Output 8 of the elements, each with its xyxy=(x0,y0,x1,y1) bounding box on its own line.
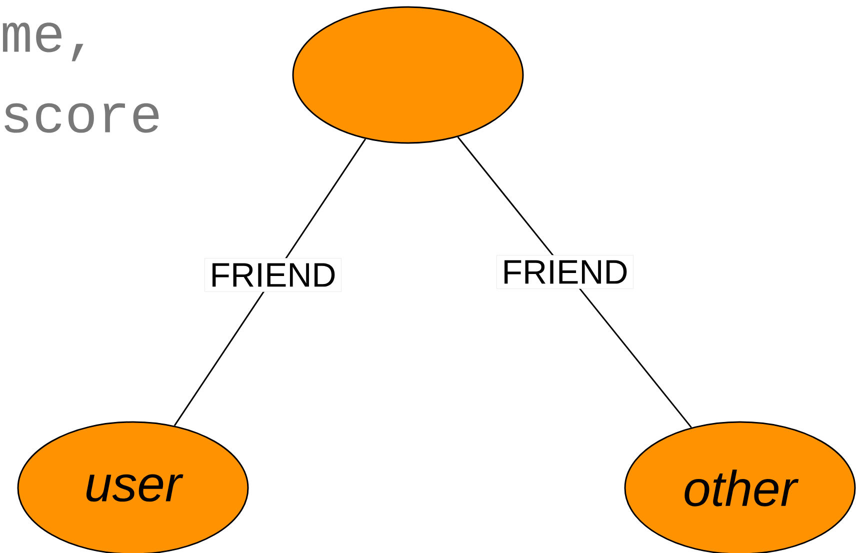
ellipse-node: other xyxy=(624,421,856,553)
code-text: score xyxy=(4,103,159,133)
ellipse-node: user xyxy=(17,421,249,553)
edge-label: FRIEND xyxy=(204,258,342,292)
ellipse-node xyxy=(292,6,524,144)
connector-line xyxy=(457,136,692,428)
edge-label: FRIEND xyxy=(496,255,634,289)
code-text: me, xyxy=(2,22,84,62)
